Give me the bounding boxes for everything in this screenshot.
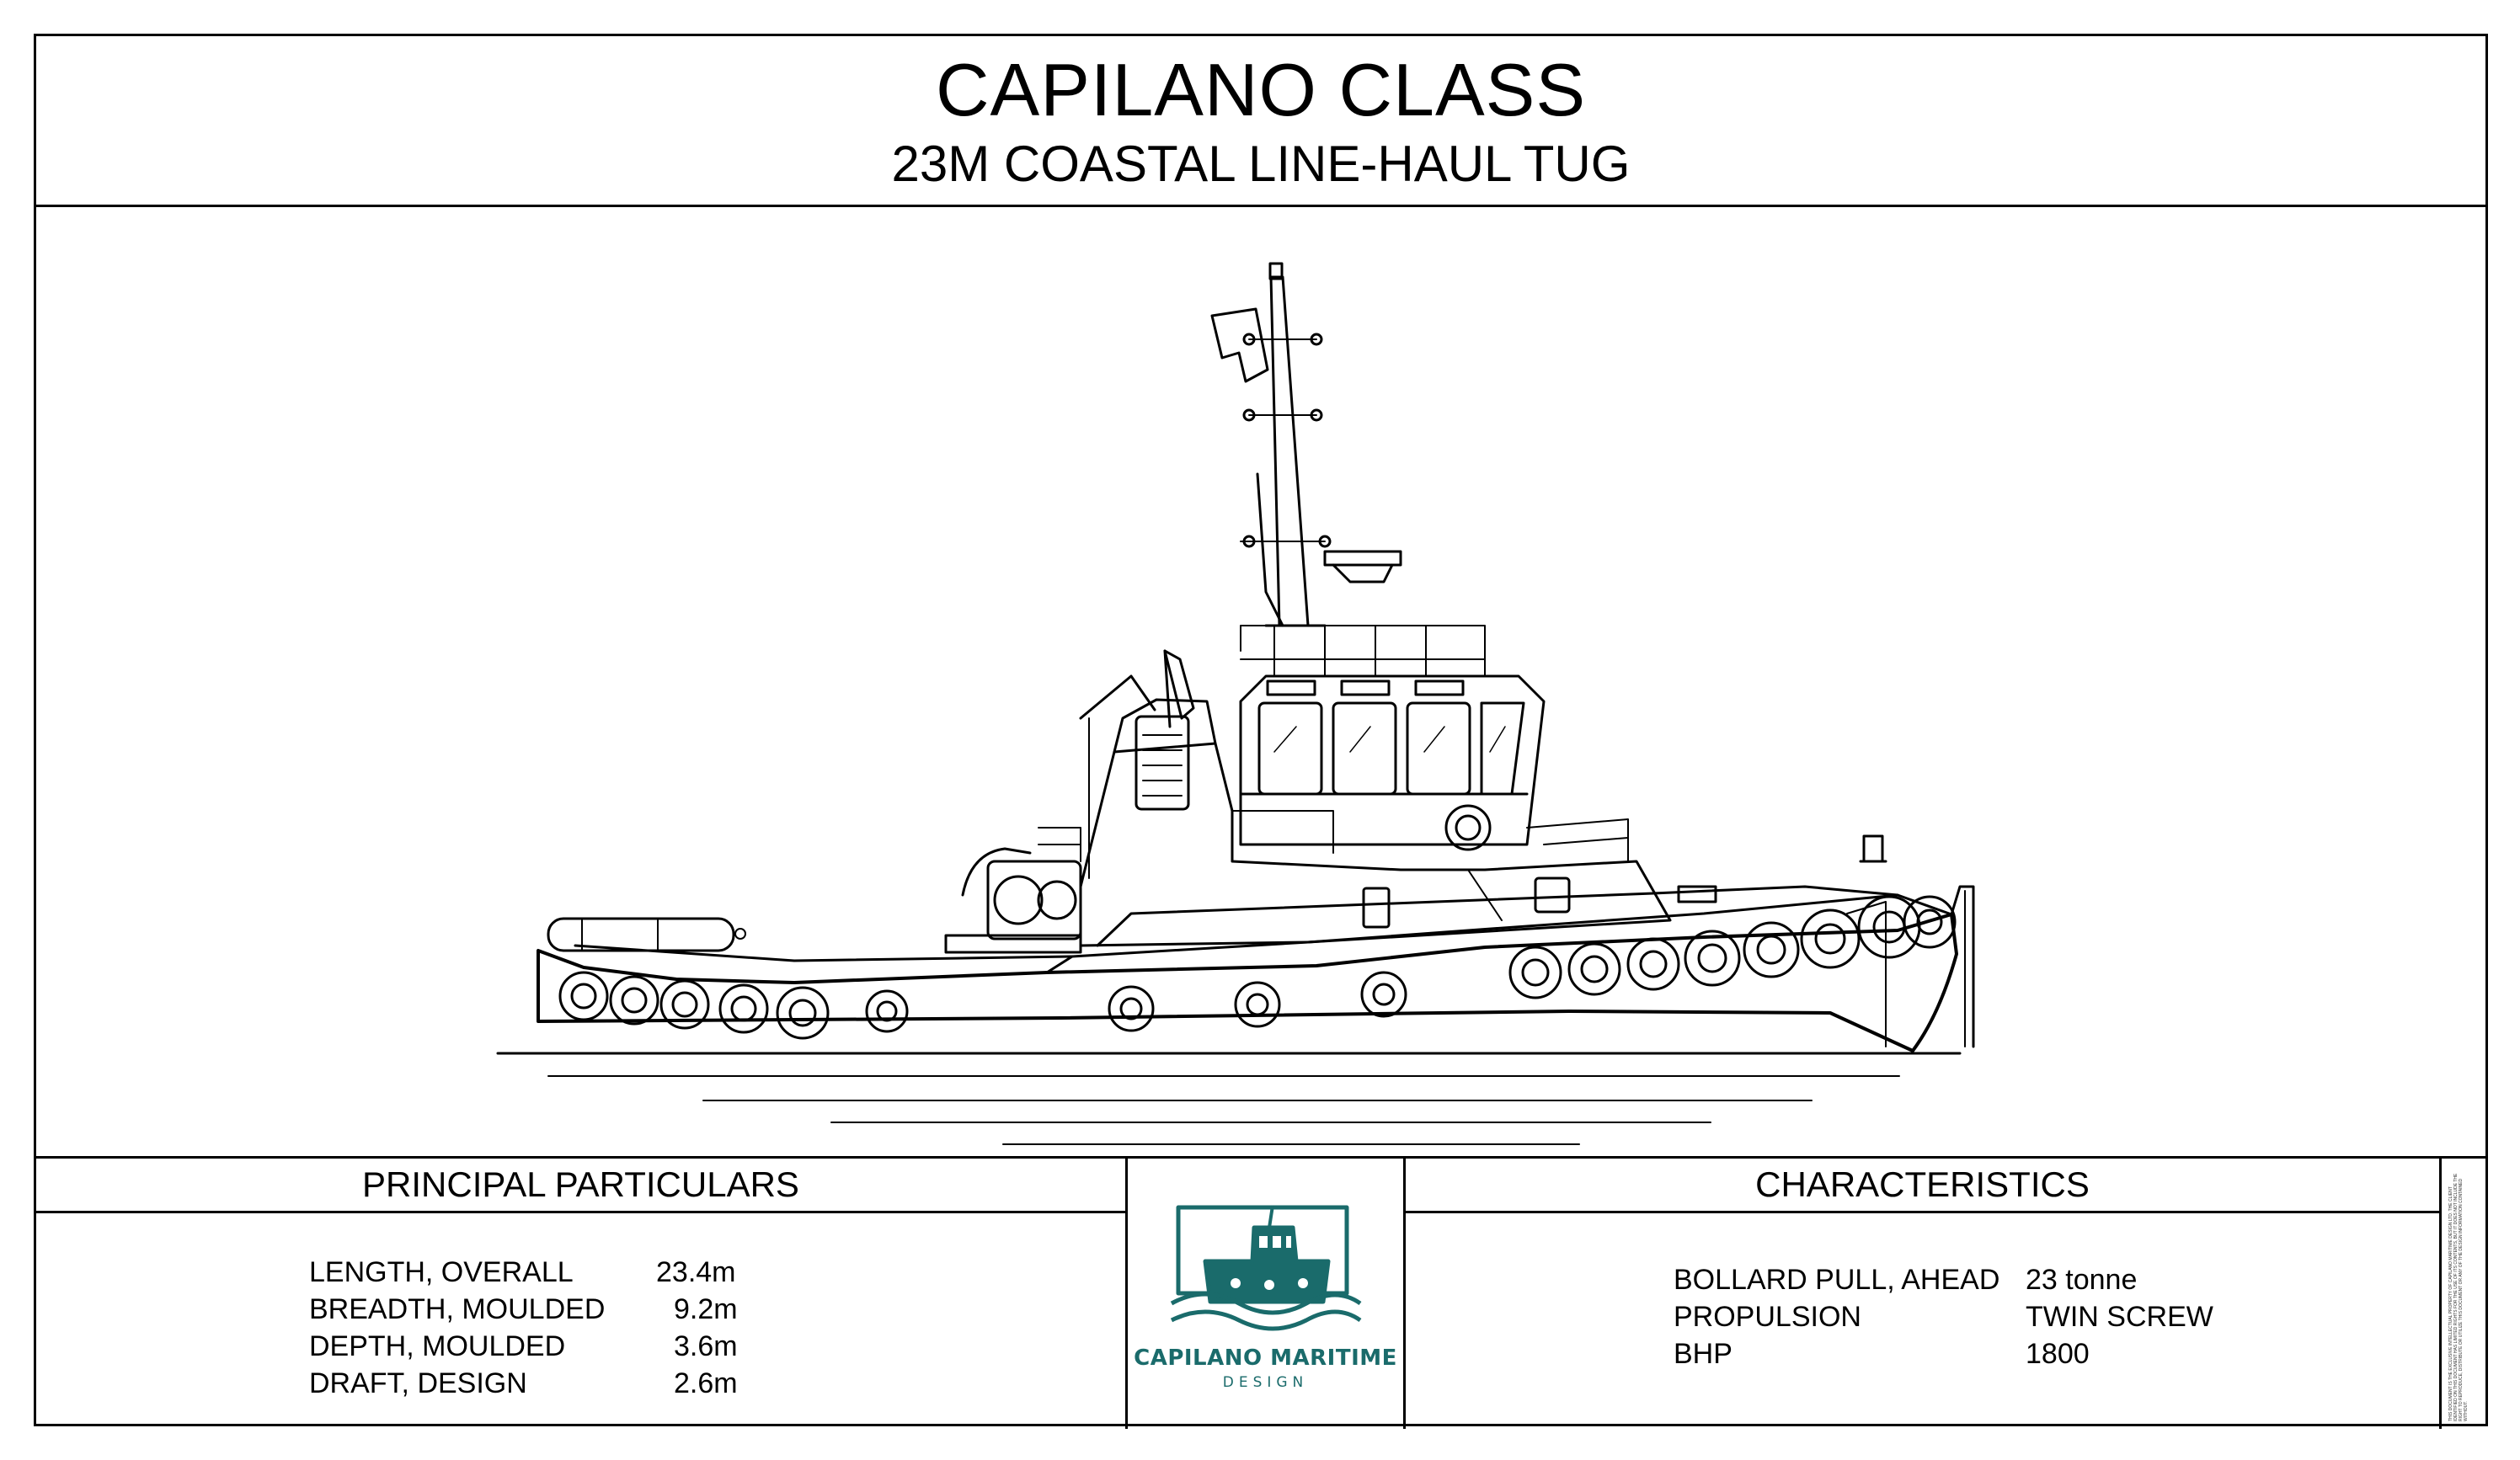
spec-value: 23.4m <box>656 1256 736 1288</box>
drawing-sheet: CAPILANO CLASS 23M COASTAL LINE-HAUL TUG <box>34 34 2488 1429</box>
title-bar: PRINCIPAL PARTICULARS LENGTH, OVERALL 23… <box>36 1156 2485 1429</box>
spec-value: 2.6m <box>674 1367 738 1399</box>
spec-label: LENGTH, OVERALL <box>309 1256 574 1288</box>
characteristics-heading: CHARACTERISTICS <box>1406 1159 2439 1213</box>
railing-group <box>1038 625 1629 862</box>
drawing-title: CAPILANO CLASS <box>935 48 1587 131</box>
spec-label: DEPTH, MOULDED <box>309 1330 566 1362</box>
bow-bollard-group <box>1677 834 1887 903</box>
copyright-note: THIS DOCUMENT IS THE EXCLUSIVE INTELLECT… <box>2448 1173 2469 1421</box>
flag-icon <box>1210 307 1269 383</box>
mast-group <box>1240 262 1402 627</box>
spec-value: 1800 <box>2026 1338 2090 1370</box>
copyright-note-panel: THIS DOCUMENT IS THE EXCLUSIVE INTELLECT… <box>2442 1159 2488 1429</box>
spec-value: 23 tonne <box>2026 1264 2138 1296</box>
drawing-subtitle: 23M COASTAL LINE-HAUL TUG <box>891 136 1631 192</box>
fenders-group <box>558 895 1957 1040</box>
logo-panel: CAPILANO MARITIME DESIGN <box>1128 1159 1406 1429</box>
principal-particulars-heading: PRINCIPAL PARTICULARS <box>36 1159 1125 1213</box>
characteristics-panel: CHARACTERISTICS BOLLARD PULL, AHEAD 23 t… <box>1406 1159 2442 1429</box>
title-block: CAPILANO CLASS 23M COASTAL LINE-HAUL TUG <box>36 36 2485 207</box>
tug-side-profile-svg <box>496 262 1975 1145</box>
life-ring-icon <box>1444 804 1492 851</box>
spec-label: PROPULSION <box>1674 1301 1861 1333</box>
spec-value: 3.6m <box>674 1330 738 1362</box>
winch-group <box>944 847 1082 954</box>
exhaust-stack-group <box>1079 649 1195 879</box>
deckhouse-group <box>1079 698 1672 947</box>
tug-boat-logo-icon <box>1170 1205 1362 1331</box>
tug-profile-drawing <box>36 205 2485 1190</box>
logo-company-name: CAPILANO MARITIME <box>1134 1345 1397 1371</box>
principal-particulars-panel: PRINCIPAL PARTICULARS LENGTH, OVERALL 23… <box>36 1159 1128 1429</box>
liferaft-group <box>547 917 746 952</box>
spec-value: 9.2m <box>674 1293 738 1325</box>
spec-label: BREADTH, MOULDED <box>309 1293 606 1325</box>
spec-label: BOLLARD PULL, AHEAD <box>1674 1264 2000 1296</box>
logo-company-sub: DESIGN <box>1222 1374 1309 1391</box>
wheelhouse-group <box>1239 674 1546 846</box>
waterline-group <box>496 1052 1962 1145</box>
spec-value: TWIN SCREW <box>2026 1301 2213 1333</box>
spec-label: BHP <box>1674 1338 1732 1370</box>
spec-label: DRAFT, DESIGN <box>309 1367 527 1399</box>
